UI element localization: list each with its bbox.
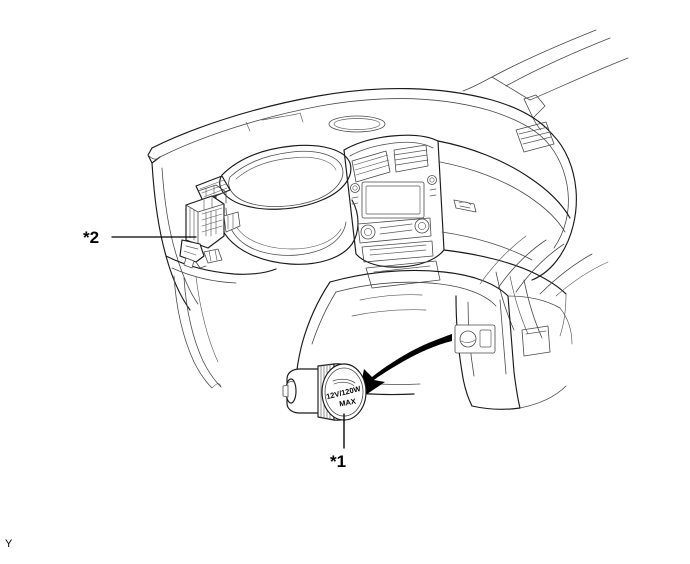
power-outlet-socket-part: 12V/120W MAX xyxy=(282,363,367,421)
console-power-outlet-opening xyxy=(454,324,496,354)
callout-label-1: *1 xyxy=(330,452,347,471)
center-stack xyxy=(343,134,445,289)
center-speaker-grille xyxy=(328,115,386,133)
callout-leader-lines xyxy=(111,236,345,449)
instrument-cluster-hood xyxy=(214,144,359,265)
corner-mark: Y xyxy=(5,538,13,550)
installation-direction-arrow xyxy=(358,334,452,400)
driver-dash-panel xyxy=(151,162,277,389)
passenger-dash-and-glovebox xyxy=(437,121,577,339)
junction-block-assembly xyxy=(179,184,241,269)
callout-label-2: *2 xyxy=(83,228,100,247)
socket-rating-line2: MAX xyxy=(339,397,357,409)
windshield-and-upper-dash xyxy=(147,29,629,164)
